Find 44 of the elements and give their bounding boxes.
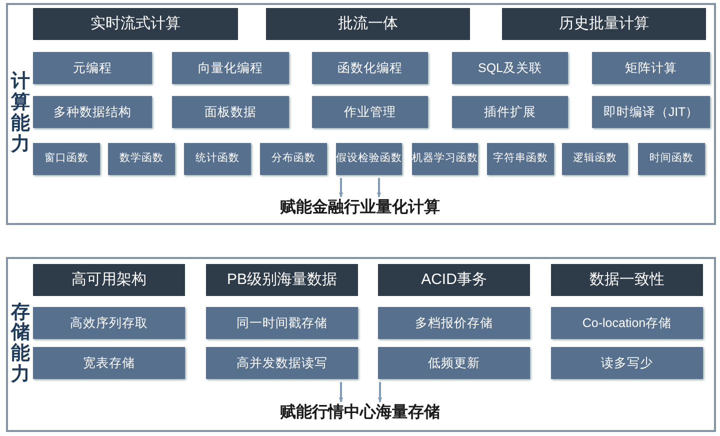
function-box: 分布函数 <box>260 143 327 175</box>
feature-box: 作业管理 <box>312 96 428 128</box>
feature-box: 插件扩展 <box>452 96 568 128</box>
feature-box: Co-location存储 <box>551 307 703 339</box>
header-box: 高可用架构 <box>33 264 185 296</box>
feature-box: 即时编译（JIT） <box>592 96 710 128</box>
feature-box: 读多写少 <box>551 347 703 379</box>
down-arrow <box>338 382 344 402</box>
feature-box: 多档报价存储 <box>378 307 530 339</box>
header-box: PB级别海量数据 <box>206 264 358 296</box>
function-box: 字符串函数 <box>487 143 554 175</box>
section-heading: 存储能力 <box>11 302 30 386</box>
section-panel <box>6 3 716 225</box>
down-arrow <box>378 382 382 402</box>
section-heading: 计算能力 <box>11 72 30 156</box>
function-box: 数学函数 <box>108 143 175 175</box>
feature-box: 同一时间戳存储 <box>206 307 358 339</box>
section-panel <box>6 257 716 432</box>
feature-box: 宽表存储 <box>33 347 185 379</box>
header-box: ACID事务 <box>378 264 530 296</box>
feature-box: 矩阵计算 <box>592 52 710 84</box>
function-box: 逻辑函数 <box>562 143 628 175</box>
feature-box: 向量化编程 <box>172 52 289 84</box>
function-box: 机器学习函数 <box>412 143 478 175</box>
header-box: 实时流式计算 <box>33 8 238 40</box>
function-box: 时间函数 <box>638 143 705 175</box>
feature-box: 多种数据结构 <box>33 96 152 128</box>
feature-box: 函数化编程 <box>312 52 428 84</box>
feature-box: 高效序列存取 <box>33 307 185 339</box>
feature-box: 低频更新 <box>378 347 530 379</box>
feature-box: 面板数据 <box>172 96 289 128</box>
feature-box: 元编程 <box>33 52 152 84</box>
header-box: 批流一体 <box>266 8 470 40</box>
result-text: 赋能行情中心海量存储 <box>250 402 470 424</box>
down-arrow <box>338 178 344 197</box>
function-box: 假设检验函数 <box>336 143 402 175</box>
down-arrow <box>376 178 382 197</box>
function-box: 窗口函数 <box>33 143 100 175</box>
header-box: 数据一致性 <box>551 264 703 296</box>
feature-box: 高并发数据读写 <box>206 347 358 379</box>
header-box: 历史批量计算 <box>502 8 706 40</box>
feature-box: SQL及关联 <box>452 52 568 84</box>
function-box: 统计函数 <box>184 143 251 175</box>
result-text: 赋能金融行业量化计算 <box>250 197 470 219</box>
